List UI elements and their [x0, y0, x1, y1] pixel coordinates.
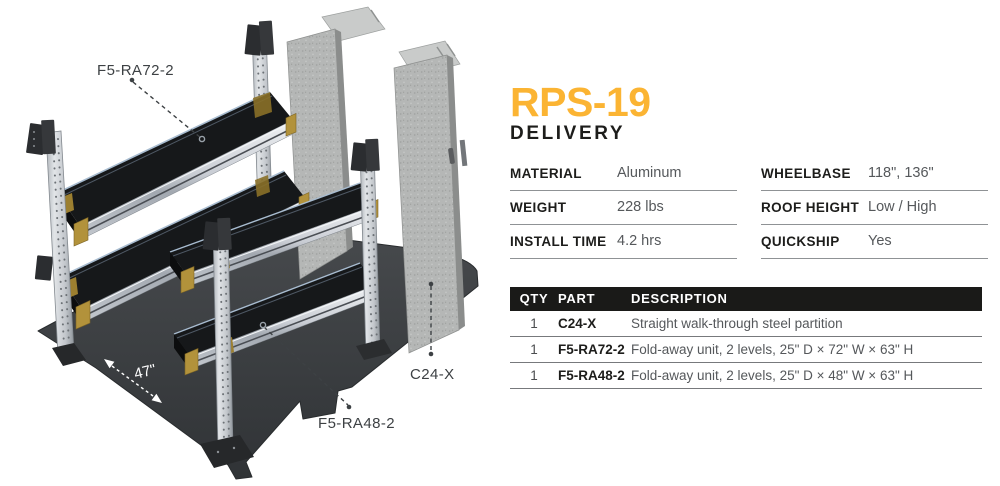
table-row: 1 F5-RA72-2 Fold-away unit, 2 levels, 25…: [510, 336, 982, 363]
table-row: 1 C24-X Straight walk-through steel part…: [510, 310, 982, 337]
post-foot: [52, 343, 86, 366]
spec-row-roof-height: ROOF HEIGHT Low / High: [761, 191, 988, 225]
cell-part: F5-RA72-2: [558, 336, 631, 363]
col-header-description: DESCRIPTION: [631, 286, 982, 311]
callout-label: F5-RA72-2: [97, 62, 174, 79]
parts-table: QTY PART DESCRIPTION 1 C24-X Straight wa…: [510, 286, 982, 389]
callout-f5-ra48: F5-RA48-2: [259, 321, 395, 432]
spec-column-right: WHEELBASE 118", 136" ROOF HEIGHT Low / H…: [761, 157, 988, 259]
post-foot: [200, 435, 254, 468]
spec-row-material: MATERIAL Aluminum: [510, 157, 737, 191]
spec-row-install-time: INSTALL TIME 4.2 hrs: [510, 225, 737, 259]
wall-bracket: [244, 20, 275, 56]
cell-qty: 1: [510, 336, 558, 363]
spec-label: WHEELBASE: [761, 165, 851, 181]
spec-label: WEIGHT: [510, 199, 567, 215]
cell-description: Fold-away unit, 2 levels, 25" D × 72" W …: [631, 336, 982, 363]
spec-value: 118", 136": [868, 165, 934, 182]
spec-value: 228 lbs: [617, 199, 664, 216]
spec-value: Yes: [868, 233, 892, 250]
spec-row-weight: WEIGHT 228 lbs: [510, 191, 737, 225]
spec-row-quickship: QUICKSHIP Yes: [761, 225, 988, 259]
spec-label: INSTALL TIME: [510, 233, 607, 249]
spec-value: Aluminum: [617, 165, 682, 182]
wall-bracket: [202, 217, 232, 251]
spec-row-wheelbase: WHEELBASE 118", 136": [761, 157, 988, 191]
shelf-72-top: [56, 91, 297, 247]
callout-f5-ra72: F5-RA72-2: [97, 62, 206, 143]
wall-bracket: [26, 119, 56, 155]
col-header-part: PART: [558, 286, 631, 311]
product-title: RPS-19: [510, 79, 651, 125]
callout-c24x: C24-X: [410, 281, 455, 383]
table-row: 1 F5-RA48-2 Fold-away unit, 2 levels, 25…: [510, 362, 982, 389]
callout-label: C24-X: [410, 366, 455, 383]
dimension-label: 47": [132, 361, 157, 383]
shelf-unit-f5-ra48: [169, 138, 392, 468]
floor-width-dimension: 47": [104, 359, 162, 403]
parts-table-header-row: QTY PART DESCRIPTION: [510, 286, 982, 311]
info-panel: RPS-19 DELIVERY MATERIAL Aluminum WEIGHT…: [510, 79, 988, 389]
cell-description: Fold-away unit, 2 levels, 25" D × 48" W …: [631, 362, 982, 389]
spec-label: ROOF HEIGHT: [761, 199, 860, 215]
callout-label: F5-RA48-2: [318, 415, 395, 432]
cell-qty: 1: [510, 310, 558, 337]
partition-c24x-panel: [393, 40, 468, 354]
post-foot: [356, 339, 392, 360]
cell-part: C24-X: [558, 310, 631, 337]
product-diagram: F5-RA72-2 F5-RA48-2 C24-X 47": [26, 6, 479, 480]
spec-value: Low / High: [868, 199, 937, 216]
cell-description: Straight walk-through steel partition: [631, 310, 982, 337]
spec-grid: MATERIAL Aluminum WEIGHT 228 lbs INSTALL…: [510, 157, 988, 259]
spec-value: 4.2 hrs: [617, 233, 662, 250]
wall-bracket: [350, 138, 380, 172]
spec-label: QUICKSHIP: [761, 233, 840, 249]
col-header-qty: QTY: [510, 286, 558, 311]
product-subtitle: DELIVERY: [510, 122, 626, 144]
cell-part: F5-RA48-2: [558, 362, 631, 389]
spec-label: MATERIAL: [510, 165, 582, 181]
cell-qty: 1: [510, 362, 558, 389]
spec-column-left: MATERIAL Aluminum WEIGHT 228 lbs INSTALL…: [510, 157, 737, 259]
